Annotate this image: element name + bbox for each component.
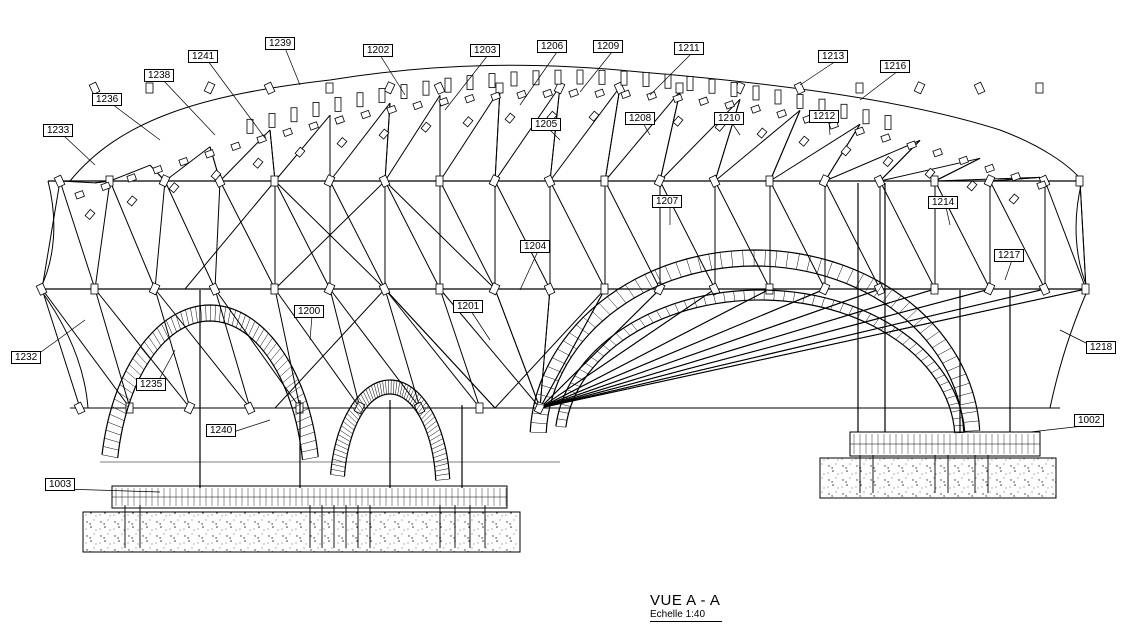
view-scale: Echelle 1:40 [650, 609, 722, 622]
callout-1233: 1233 [43, 124, 74, 137]
connection-plates [35, 81, 1090, 415]
callout-1218: 1218 [1086, 341, 1117, 354]
callout-1206: 1206 [537, 40, 568, 53]
callout-1235: 1235 [136, 378, 167, 391]
callout-1207: 1207 [652, 195, 683, 208]
callout-1204: 1204 [520, 240, 551, 253]
callout-1238: 1238 [144, 69, 175, 82]
callout-1210: 1210 [714, 112, 745, 125]
callout-1002: 1002 [1074, 414, 1105, 427]
callout-1213: 1213 [818, 50, 849, 63]
callout-1003: 1003 [45, 478, 76, 491]
left-foundation [82, 511, 521, 553]
callout-1200: 1200 [294, 305, 325, 318]
callout-1212: 1212 [809, 110, 840, 123]
anchor-bolts [124, 455, 989, 548]
callout-1209: 1209 [593, 40, 624, 53]
callout-1236: 1236 [92, 93, 123, 106]
lattice-arches [101, 249, 981, 481]
callout-1202: 1202 [363, 44, 394, 57]
callout-1214: 1214 [928, 196, 959, 209]
callout-1208: 1208 [625, 112, 656, 125]
view-title-block: VUE A - A Echelle 1:40 [650, 592, 722, 622]
callout-1241: 1241 [188, 50, 219, 63]
callout-1205: 1205 [531, 118, 562, 131]
callout-1201: 1201 [453, 300, 484, 313]
view-title: VUE A - A [650, 592, 721, 609]
callout-1240: 1240 [206, 424, 237, 437]
left-base-beam [111, 485, 508, 509]
vertical-posts [199, 183, 1011, 488]
callout-1216: 1216 [880, 60, 911, 73]
callout-1239: 1239 [265, 37, 296, 50]
callout-1203: 1203 [470, 44, 501, 57]
callout-leaders [29, 47, 1105, 493]
callout-1232: 1232 [11, 351, 42, 364]
right-foundation [819, 457, 1057, 499]
crest-connectors [74, 69, 1047, 200]
callout-1217: 1217 [994, 249, 1025, 262]
right-base-beam [849, 431, 1041, 457]
callout-1211: 1211 [674, 42, 704, 55]
triangulated-lattice [41, 85, 1087, 409]
